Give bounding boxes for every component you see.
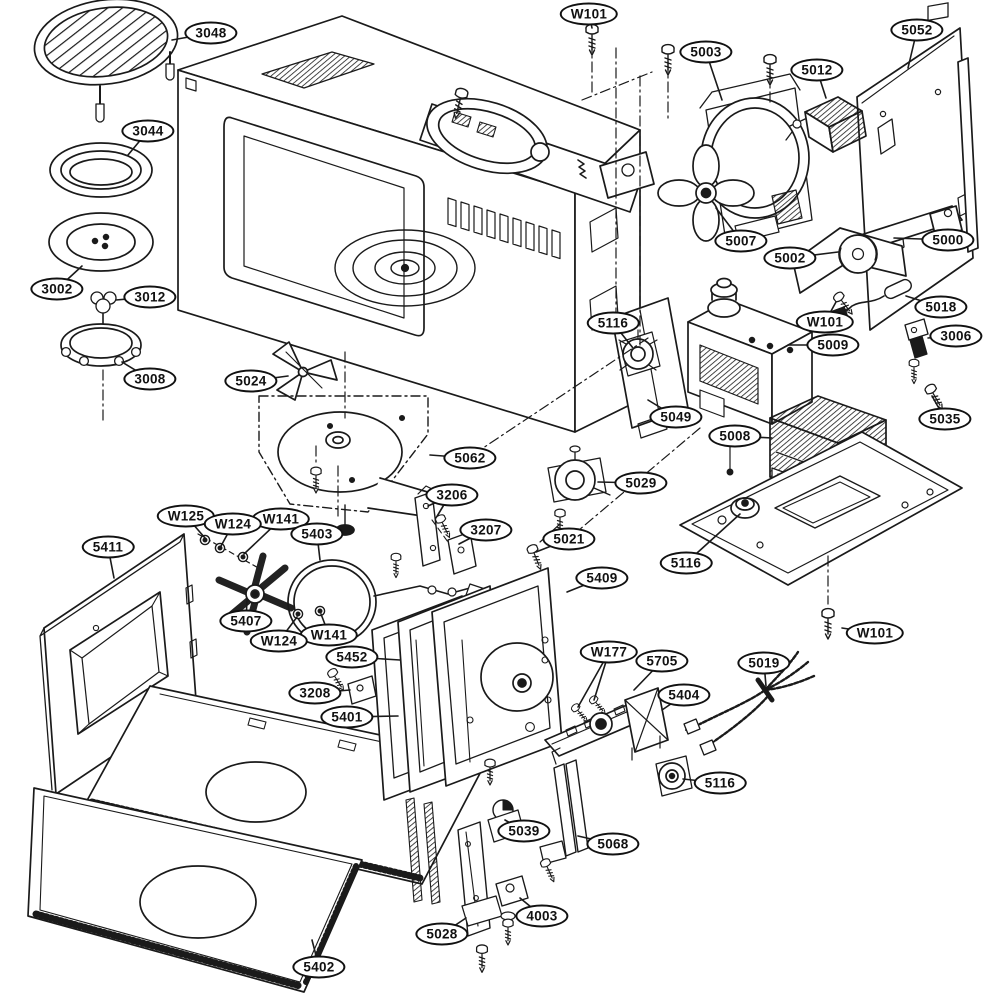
tray-motor: [730, 497, 760, 519]
part-label-5003: 5003: [679, 40, 733, 64]
part-label-5068: 5068: [586, 832, 640, 856]
part-label-5028: 5028: [415, 922, 469, 946]
part-label-5000: 5000: [921, 228, 975, 252]
part-label-3208: 3208: [288, 681, 342, 705]
part-label-W101: W101: [559, 2, 619, 26]
air-guide: [792, 227, 907, 294]
part-label-5705: 5705: [635, 649, 689, 673]
part-label-5411: 5411: [81, 535, 135, 559]
part-label-5409: 5409: [575, 566, 629, 590]
part-label-3012: 3012: [123, 285, 177, 309]
part-label-5007: 5007: [714, 229, 768, 253]
mount-channel: [405, 797, 503, 937]
part-label-W177: W177: [579, 640, 639, 664]
base-tray: [679, 431, 963, 586]
air-duct: [539, 747, 589, 865]
part-label-5062: 5062: [443, 446, 497, 470]
fan-blade: [657, 144, 755, 242]
part-label-5008: 5008: [708, 424, 762, 448]
washer-set-upper: [197, 533, 263, 571]
part-label-5018: 5018: [914, 295, 968, 319]
part-label-5116: 5116: [693, 771, 747, 795]
part-label-W141: W141: [299, 623, 359, 647]
part-label-W124: W124: [203, 512, 263, 536]
vent-slots: [447, 197, 561, 260]
part-label-W101: W101: [845, 621, 905, 645]
part-label-5012: 5012: [790, 58, 844, 82]
alignment-lines: [102, 41, 829, 605]
part-label-5404: 5404: [657, 683, 711, 707]
thermostat: [904, 318, 929, 359]
part-label-W125: W125: [156, 504, 216, 528]
bracket-3206: [414, 485, 441, 567]
part-label-3008: 3008: [123, 367, 177, 391]
part-label-3206: 3206: [425, 483, 479, 507]
part-label-4003: 4003: [515, 904, 569, 928]
bottom-fan-motor: [655, 755, 693, 797]
stirrer-blade: [272, 341, 338, 401]
part-label-W124: W124: [249, 629, 309, 653]
part-label-5407: 5407: [219, 609, 273, 633]
part-label-5403: 5403: [290, 522, 344, 546]
part-label-5049: 5049: [649, 405, 703, 429]
base-plate: [27, 787, 363, 993]
part-label-5401: 5401: [320, 705, 374, 729]
part-label-5029: 5029: [614, 471, 668, 495]
wire-harness: [683, 650, 816, 756]
cabinet-bottom-panel: [83, 685, 489, 885]
part-label-5024: 5024: [224, 369, 278, 393]
turntable-ring: [49, 142, 153, 198]
glass-tray: [48, 212, 154, 272]
turntable-motor: [547, 445, 611, 503]
part-label-5402: 5402: [292, 955, 346, 979]
part-label-5052: 5052: [890, 18, 944, 42]
metal-rack: [33, 0, 179, 123]
part-label-5021: 5021: [542, 527, 596, 551]
back-panel: [856, 2, 974, 331]
part-label-5009: 5009: [806, 333, 860, 357]
part-label-5116: 5116: [659, 551, 713, 575]
part-label-W141: W141: [251, 507, 311, 531]
part-label-3048: 3048: [184, 21, 238, 45]
part-label-3006: 3006: [929, 324, 983, 348]
roller-ring: [60, 323, 142, 367]
magnetron: [687, 277, 813, 425]
part-label-3044: 3044: [121, 119, 175, 143]
part-label-3002: 3002: [30, 277, 84, 301]
part-label-5452: 5452: [325, 645, 379, 669]
fan-motor: [785, 96, 867, 153]
part-label-5116: 5116: [586, 311, 640, 335]
part-label-5035: 5035: [918, 407, 972, 431]
part-label-5019: 5019: [737, 651, 791, 675]
turntable-recess: [334, 229, 476, 307]
door-latch: [347, 675, 377, 705]
control-mount: [624, 687, 669, 761]
part-label-5039: 5039: [497, 819, 551, 843]
part-label-5002: 5002: [763, 246, 817, 270]
part-label-3207: 3207: [459, 518, 513, 542]
part-label-W101: W101: [795, 310, 855, 334]
